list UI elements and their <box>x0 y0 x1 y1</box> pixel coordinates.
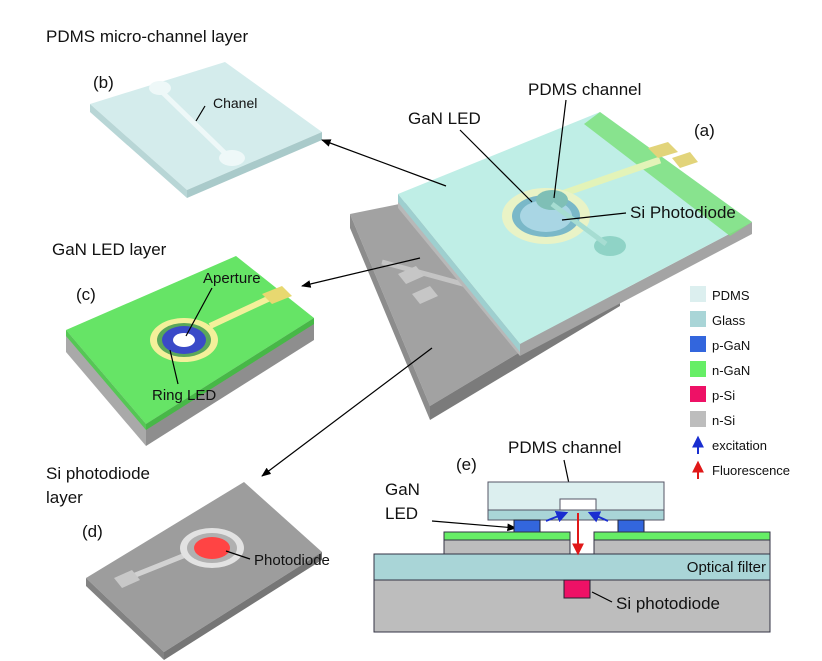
ring-led-label: Ring LED <box>152 387 216 404</box>
legend-label: Fluorescence <box>712 463 790 478</box>
si-photodiode-leader <box>561 212 627 221</box>
legend-label: n-Si <box>712 413 735 428</box>
pdms-layer-title: PDMS micro-channel layer <box>46 27 249 46</box>
legend-swatch <box>690 311 706 327</box>
legend-item-excitation: excitation <box>692 435 767 454</box>
photodiode-label: Photodiode <box>254 552 330 569</box>
xs-gan-led-line1: GaN <box>385 480 420 499</box>
si-layer-title-line2: layer <box>46 488 83 507</box>
panel-letter-c: (c) <box>76 285 96 304</box>
legend-item-p-si: p-Si <box>690 386 735 403</box>
legend-label: Glass <box>712 313 746 328</box>
panel-letter-e: (e) <box>456 455 477 474</box>
pdms-layer-plate <box>90 62 322 198</box>
assembled-device <box>350 112 752 420</box>
legend-label: p-GaN <box>712 338 750 353</box>
si-layer-title-line1: Si photodiode <box>46 464 150 483</box>
gan-led-label: GaN LED <box>408 109 481 128</box>
legend-swatch <box>690 336 706 352</box>
pdms-channel-label: PDMS channel <box>528 80 641 99</box>
legend-item-pdms: PDMS <box>690 286 750 303</box>
ring-led-leader <box>169 349 179 385</box>
pdms-channel-leader <box>553 99 567 199</box>
legend-item-n-si: n-Si <box>690 411 735 428</box>
gan-led-leader <box>459 129 533 203</box>
legend: PDMS Glass p-GaN n-GaN p-Si n-Si excitationFlu… <box>690 286 790 479</box>
panel-letter-b: (b) <box>93 73 114 92</box>
explode-arrow-si <box>261 347 433 477</box>
xs-si-photodiode-leader <box>591 591 613 603</box>
legend-item-p-gan: p-GaN <box>690 336 750 353</box>
legend-swatch <box>690 386 706 402</box>
legend-swatch <box>690 411 706 427</box>
photodiode-leader <box>225 550 251 560</box>
legend-item-n-gan: n-GaN <box>690 361 750 378</box>
aperture-leader <box>185 287 213 337</box>
aperture-label: Aperture <box>203 270 261 287</box>
gan-layer-title: GaN LED layer <box>52 240 167 259</box>
gan-layer-plate <box>66 256 314 446</box>
panel-letter-d: (d) <box>82 522 103 541</box>
legend-label: PDMS <box>712 288 750 303</box>
si-layer-plate <box>86 482 322 660</box>
explode-arrow-pdms <box>321 139 447 187</box>
xs-pdms-channel-label: PDMS channel <box>508 438 621 457</box>
chanel-leader <box>195 105 206 122</box>
legend-label: excitation <box>712 438 767 453</box>
xs-gan-led-leader <box>431 520 517 532</box>
explode-arrow-gan <box>301 257 421 288</box>
chanel-label: Chanel <box>213 95 257 111</box>
legend-swatch <box>690 361 706 377</box>
legend-label: p-Si <box>712 388 735 403</box>
legend-item-glass: Glass <box>690 311 746 328</box>
cross-section-stack <box>373 481 771 633</box>
panel-letter-a: (a) <box>694 121 715 140</box>
legend-swatch <box>690 286 706 302</box>
legend-item-fluorescence: Fluorescence <box>692 460 790 479</box>
xs-si-photodiode-label: Si photodiode <box>616 594 720 613</box>
xs-optical-filter-label: Optical filter <box>687 559 766 576</box>
legend-label: n-GaN <box>712 363 750 378</box>
si-photodiode-label: Si Photodiode <box>630 203 736 222</box>
xs-gan-led-line2: LED <box>385 504 418 523</box>
